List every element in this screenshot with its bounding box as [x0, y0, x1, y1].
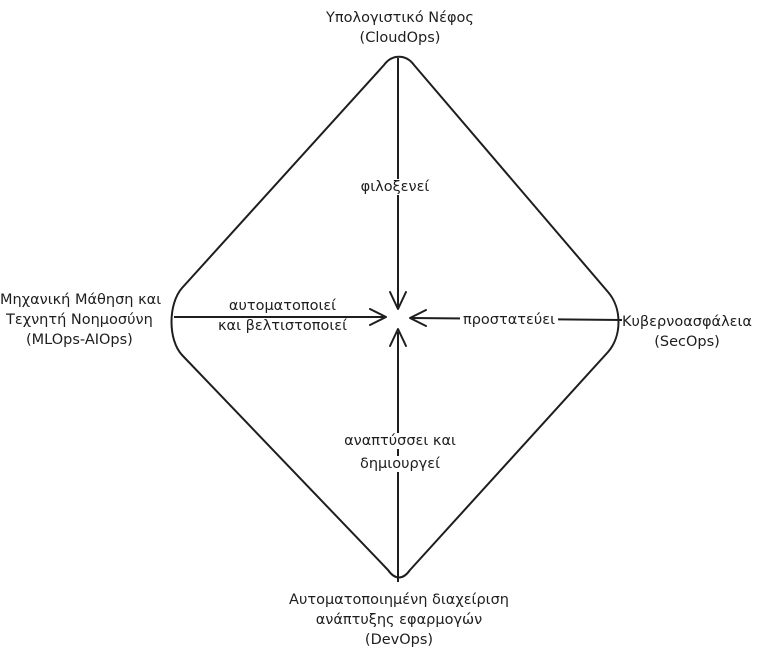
node-devops-title-2: ανάπτυξης εφαρμογών	[315, 612, 483, 628]
node-cloudops: Υπολογιστικό Νέφος (CloudOps)	[250, 8, 550, 48]
node-mlops-title-2: Τεχνητή Νοημοσύνη	[6, 312, 153, 328]
node-cloudops-title: Υπολογιστικό Νέφος	[326, 10, 474, 26]
node-mlops: Μηχανική Μάθηση και Τεχνητή Νοημοσύνη (M…	[0, 290, 180, 350]
right-arrowhead	[409, 309, 427, 327]
node-secops: Κυβερνοασφάλεια (SecOps)	[612, 312, 762, 352]
edge-label-protects: προστατεύει	[454, 310, 564, 330]
bottom-arrowhead	[389, 328, 407, 347]
node-devops-title-1: Αυτοματοποιημένη διαχείριση	[289, 592, 509, 608]
edge-label-automates-line2: και βελτιστοποιεί	[218, 318, 347, 334]
edge-label-develops: αναπτύσσει και δημιουργεί	[315, 431, 485, 474]
edge-label-hosts-text: φιλοξενεί	[357, 179, 433, 195]
node-devops: Αυτοματοποιημένη διαχείριση ανάπτυξης εφ…	[234, 590, 564, 650]
node-cloudops-subtitle: (CloudOps)	[359, 30, 441, 46]
edge-label-automates: αυτοματοποιεί και βελτιστοποιεί	[205, 296, 360, 336]
top-arrowhead	[389, 291, 407, 310]
diamond-outline	[170, 55, 620, 579]
node-devops-subtitle: (DevOps)	[364, 632, 434, 648]
edge-label-develops-line2: δημιουργεί	[357, 456, 443, 472]
edge-label-develops-line1: αναπτύσσει και	[341, 433, 459, 449]
node-mlops-title-1: Μηχανική Μάθηση και	[0, 292, 162, 308]
node-mlops-subtitle: (MLOps-AIOps)	[26, 332, 133, 348]
edge-label-protects-text: προστατεύει	[460, 312, 558, 328]
node-secops-title: Κυβερνοασφάλεια	[622, 314, 752, 330]
node-secops-subtitle: (SecOps)	[654, 334, 720, 350]
edge-label-hosts: φιλοξενεί	[330, 177, 460, 197]
edge-label-automates-line1: αυτοματοποιεί	[228, 298, 337, 314]
left-arrowhead	[369, 308, 387, 326]
